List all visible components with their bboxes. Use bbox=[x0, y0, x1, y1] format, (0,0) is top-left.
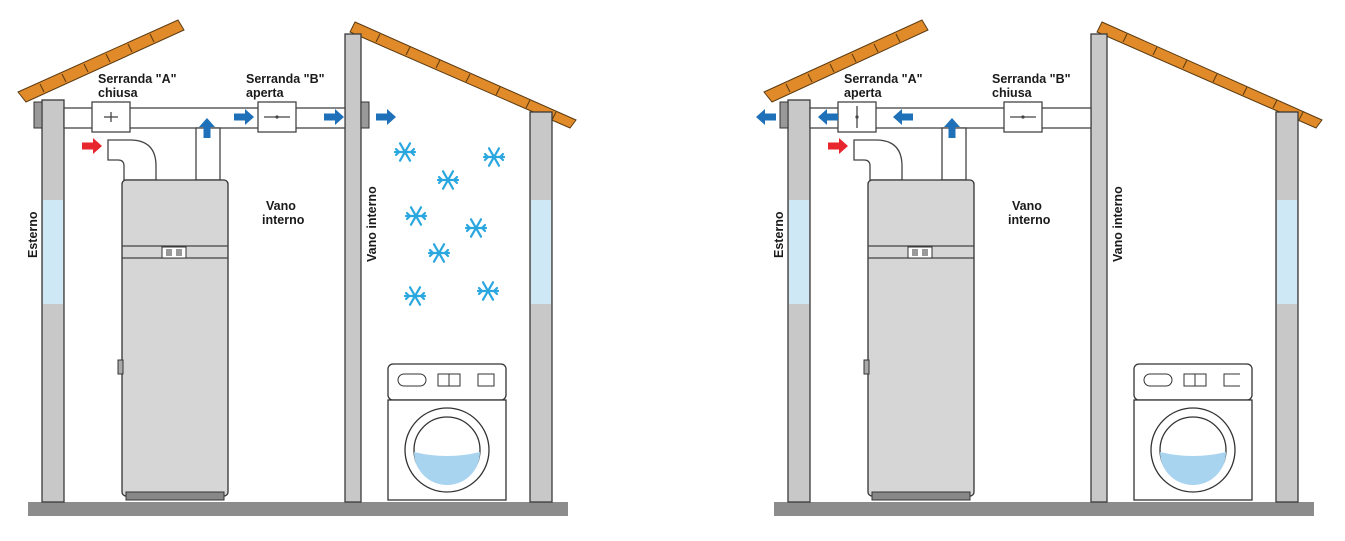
right-wall-window bbox=[531, 200, 551, 304]
airflow-arrow-3 bbox=[376, 109, 396, 125]
snowflake-icon bbox=[482, 147, 506, 167]
damper-a-title: Serranda "A" bbox=[98, 72, 177, 86]
outside-wall-window bbox=[789, 200, 809, 304]
panel-damper-b-open: Serranda "A" chiusa Serranda "B" aperta … bbox=[17, 19, 577, 516]
roof-left bbox=[763, 19, 929, 103]
outside-label: Esterno bbox=[772, 211, 786, 258]
snowflake-icon bbox=[404, 206, 428, 226]
floor bbox=[774, 502, 1314, 516]
outside-wall-window bbox=[43, 200, 63, 304]
damper-b-state: aperta bbox=[246, 86, 285, 100]
partition-grille bbox=[360, 101, 370, 129]
damper-a-state: aperta bbox=[844, 86, 883, 100]
air-intake-arrow bbox=[828, 138, 848, 154]
snowflake-icon bbox=[464, 218, 488, 238]
snowflake-icon bbox=[436, 170, 460, 190]
roof-left bbox=[17, 19, 185, 103]
partition-wall bbox=[344, 33, 362, 503]
partition-wall bbox=[1090, 33, 1108, 503]
outside-grille bbox=[33, 101, 43, 129]
snowflake-icon bbox=[476, 281, 500, 301]
outside-label: Esterno bbox=[26, 211, 40, 258]
snowflake-icon bbox=[393, 142, 417, 162]
outlet-duct bbox=[941, 127, 967, 181]
inlet-elbow bbox=[853, 139, 903, 181]
roof-right bbox=[1096, 21, 1323, 129]
room-label-line1: Vano bbox=[266, 199, 296, 213]
damper-a-title: Serranda "A" bbox=[844, 72, 923, 86]
adjacent-room-label: Vano interno bbox=[1111, 186, 1125, 262]
damper-a-state: chiusa bbox=[98, 86, 139, 100]
heat-pump-tank bbox=[117, 179, 229, 501]
snowflake-icon bbox=[403, 286, 427, 306]
damper-b-state: chiusa bbox=[992, 86, 1033, 100]
right-wall bbox=[529, 111, 553, 503]
washing-machine bbox=[1133, 363, 1253, 501]
floor bbox=[28, 502, 568, 516]
panel-damper-a-open: Serranda "A" aperta Serranda "B" chiusa … bbox=[756, 19, 1323, 516]
airflow-arrow-3 bbox=[756, 109, 776, 125]
snowflake-icon bbox=[427, 243, 451, 263]
adjacent-room-label: Vano interno bbox=[365, 186, 379, 262]
room-label-line1: Vano bbox=[1012, 199, 1042, 213]
right-wall-window bbox=[1277, 200, 1297, 304]
inlet-elbow bbox=[107, 139, 157, 181]
heat-pump-tank bbox=[863, 179, 975, 501]
outside-grille bbox=[779, 101, 789, 129]
right-wall bbox=[1275, 111, 1299, 503]
roof-right bbox=[349, 21, 577, 129]
washing-machine bbox=[387, 363, 507, 501]
room-label-line2: interno bbox=[1008, 213, 1051, 227]
damper-b-title: Serranda "B" bbox=[246, 72, 325, 86]
damper-b-title: Serranda "B" bbox=[992, 72, 1071, 86]
room-label-line2: interno bbox=[262, 213, 305, 227]
air-intake-arrow bbox=[82, 138, 102, 154]
